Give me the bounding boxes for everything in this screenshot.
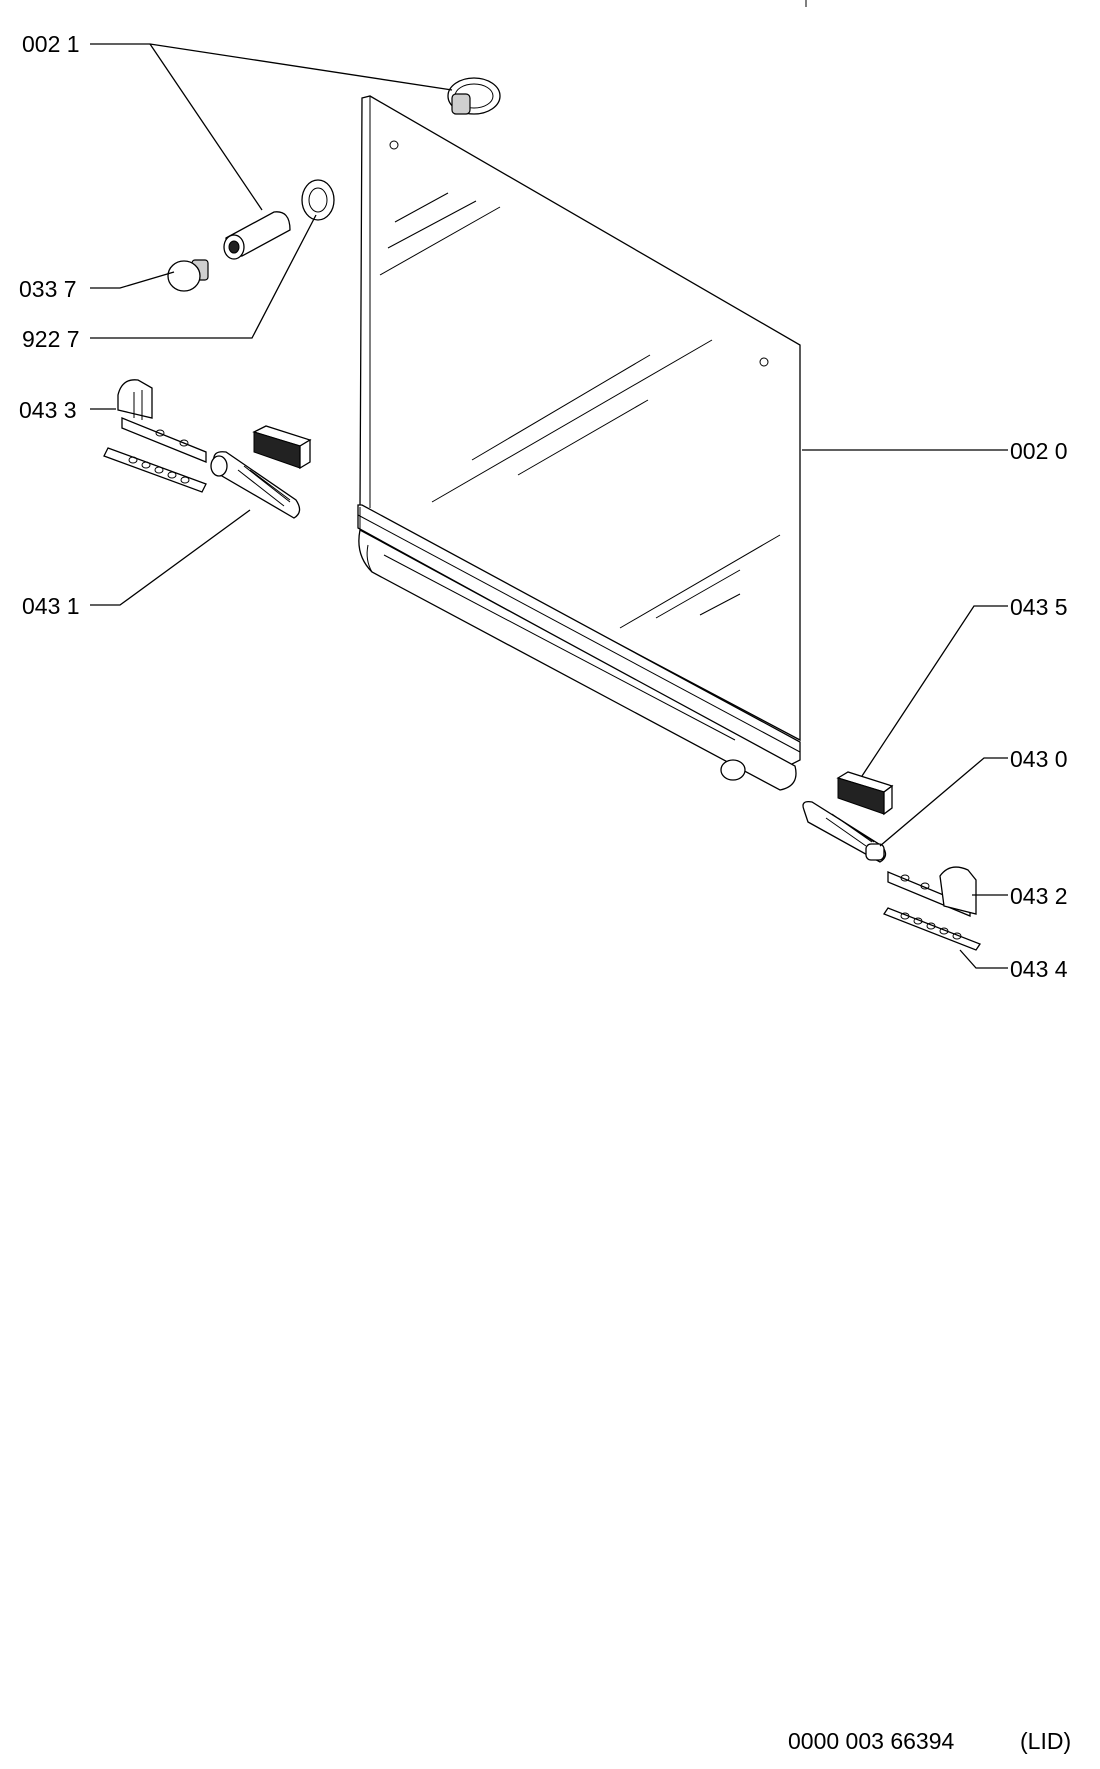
right-damper-block [836,771,894,816]
right-hinge-bracket [887,866,977,917]
knob-top-part [447,77,501,115]
label-0020: 002 0 [1010,438,1068,464]
label-0433: 043 3 [19,397,77,423]
document-code: 0000 003 66394 [788,1728,955,1754]
left-hinge-plate [103,447,207,493]
left-damper-block [252,425,312,470]
leader-lines [90,43,1008,969]
cylinder-part [223,211,291,260]
label-0021: 002 1 [22,31,80,57]
document-tag: (LID) [1020,1728,1072,1754]
left-spring-pin [210,451,301,519]
label-0435: 043 5 [1010,594,1068,620]
label-0434: 043 4 [1010,956,1068,982]
label-0430: 043 0 [1010,746,1068,772]
label-0431: 043 1 [22,593,80,619]
label-9227: 922 7 [22,326,80,352]
label-0432: 043 2 [1010,883,1068,909]
left-hinge-bracket [117,379,207,463]
right-spring-pin [802,801,887,863]
right-hinge-plate [883,907,981,951]
small-knob-part [167,259,209,292]
glass-lid-panel [357,95,801,791]
label-0337: 033 7 [19,276,77,302]
washer-ring-part [301,179,335,221]
